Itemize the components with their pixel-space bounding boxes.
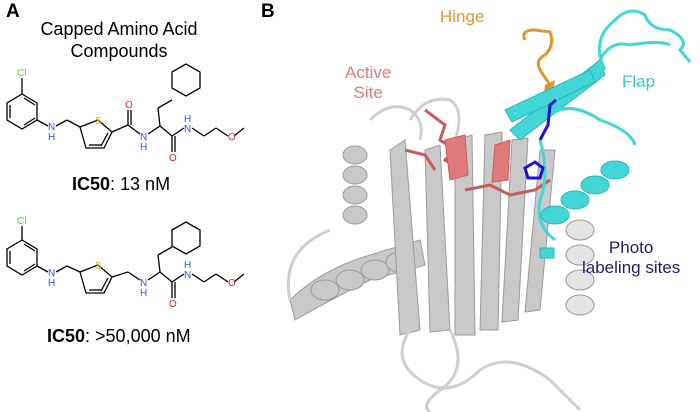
atom-h: H — [184, 260, 191, 271]
atom-cl: Cl — [17, 68, 26, 79]
compound-2-structure: Cl N H S N H O N H O — [6, 216, 245, 310]
atom-o: O — [169, 299, 177, 310]
atom-n: N — [48, 122, 55, 133]
atom-n: N — [48, 268, 55, 279]
active-site-label: Active Site — [345, 63, 391, 103]
ic50-value: : 13 nM — [110, 174, 171, 194]
atom-n: N — [140, 132, 147, 143]
panel-a-letter: A — [6, 1, 20, 22]
ic50-label: IC50 — [72, 174, 111, 194]
compound-1-structure: Cl N H S O N H O N H O — [6, 63, 245, 164]
atom-n: N — [184, 270, 191, 281]
active-site-line-2: Site — [353, 83, 383, 102]
compound-2-ic50: IC50: >50,000 nM — [47, 326, 191, 347]
photo-label-line-2: labeling sites — [582, 258, 681, 277]
atom-h: H — [48, 278, 55, 289]
atom-h: H — [184, 114, 191, 125]
atom-h: H — [140, 142, 147, 153]
flap-label: Flap — [622, 72, 656, 91]
active-site-line-1: Active — [345, 63, 392, 82]
hinge-label: Hinge — [440, 7, 485, 26]
atom-n: N — [184, 124, 191, 135]
compound-1-ic50: IC50: 13 nM — [72, 174, 170, 195]
protein-structure — [286, 9, 692, 412]
panel-b-letter: B — [261, 1, 275, 22]
atom-cl: Cl — [17, 216, 26, 227]
ic50-label: IC50 — [47, 326, 86, 346]
atom-n: N — [140, 278, 147, 289]
title-line-2: Compounds — [70, 41, 168, 61]
atom-o: O — [125, 100, 133, 111]
atom-h: H — [140, 288, 147, 299]
title-line-1: Capped Amino Acid — [40, 19, 198, 39]
photo-labeling-label: Photo labeling sites — [582, 238, 680, 278]
ic50-value: : >50,000 nM — [85, 326, 191, 346]
atom-s: S — [95, 116, 102, 127]
photo-label-line-1: Photo — [608, 238, 654, 257]
atom-s: S — [95, 261, 102, 272]
atom-o: O — [169, 153, 177, 164]
panel-a-title: Capped Amino Acid Compounds — [14, 18, 224, 62]
atom-h: H — [48, 132, 55, 143]
atom-o: O — [228, 132, 236, 143]
atom-o: O — [228, 278, 236, 289]
